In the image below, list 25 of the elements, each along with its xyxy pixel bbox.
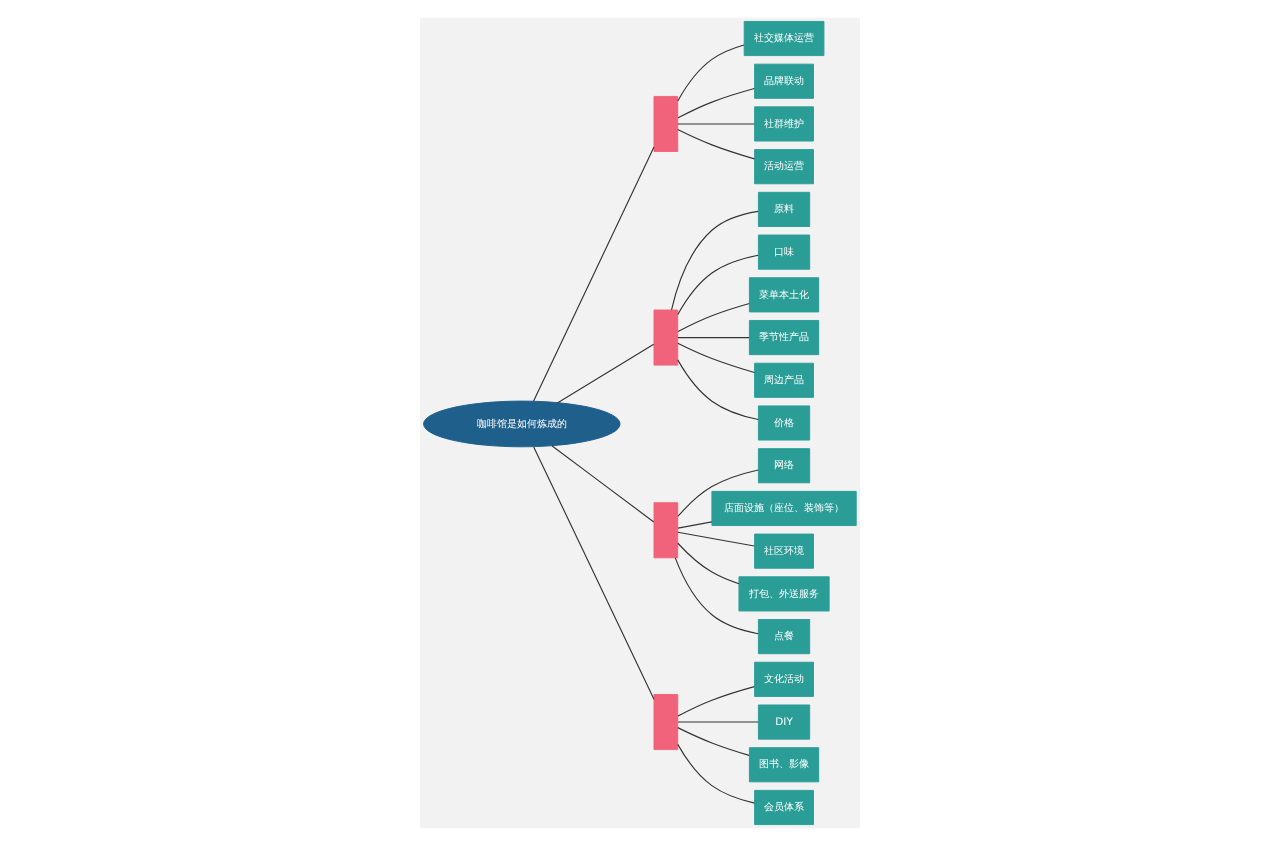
connector [677, 337, 750, 339]
connector [677, 469, 759, 517]
connector [551, 445, 655, 523]
connector [677, 531, 755, 547]
connector [677, 44, 745, 102]
connector [677, 542, 740, 585]
connector [677, 727, 750, 756]
connector [677, 302, 750, 333]
connector [532, 146, 655, 402]
connector [674, 557, 759, 635]
node-box [653, 95, 679, 152]
node-box [653, 309, 679, 366]
connector [677, 254, 759, 316]
connector [677, 686, 755, 717]
connector [677, 128, 755, 160]
connector [677, 359, 759, 421]
connector [677, 743, 756, 804]
connector [677, 342, 755, 373]
connector [557, 343, 655, 404]
connector [670, 210, 759, 311]
node-box [653, 694, 679, 751]
connector [677, 87, 755, 119]
connector [533, 446, 655, 700]
node-box [653, 502, 679, 559]
connector [677, 521, 713, 529]
